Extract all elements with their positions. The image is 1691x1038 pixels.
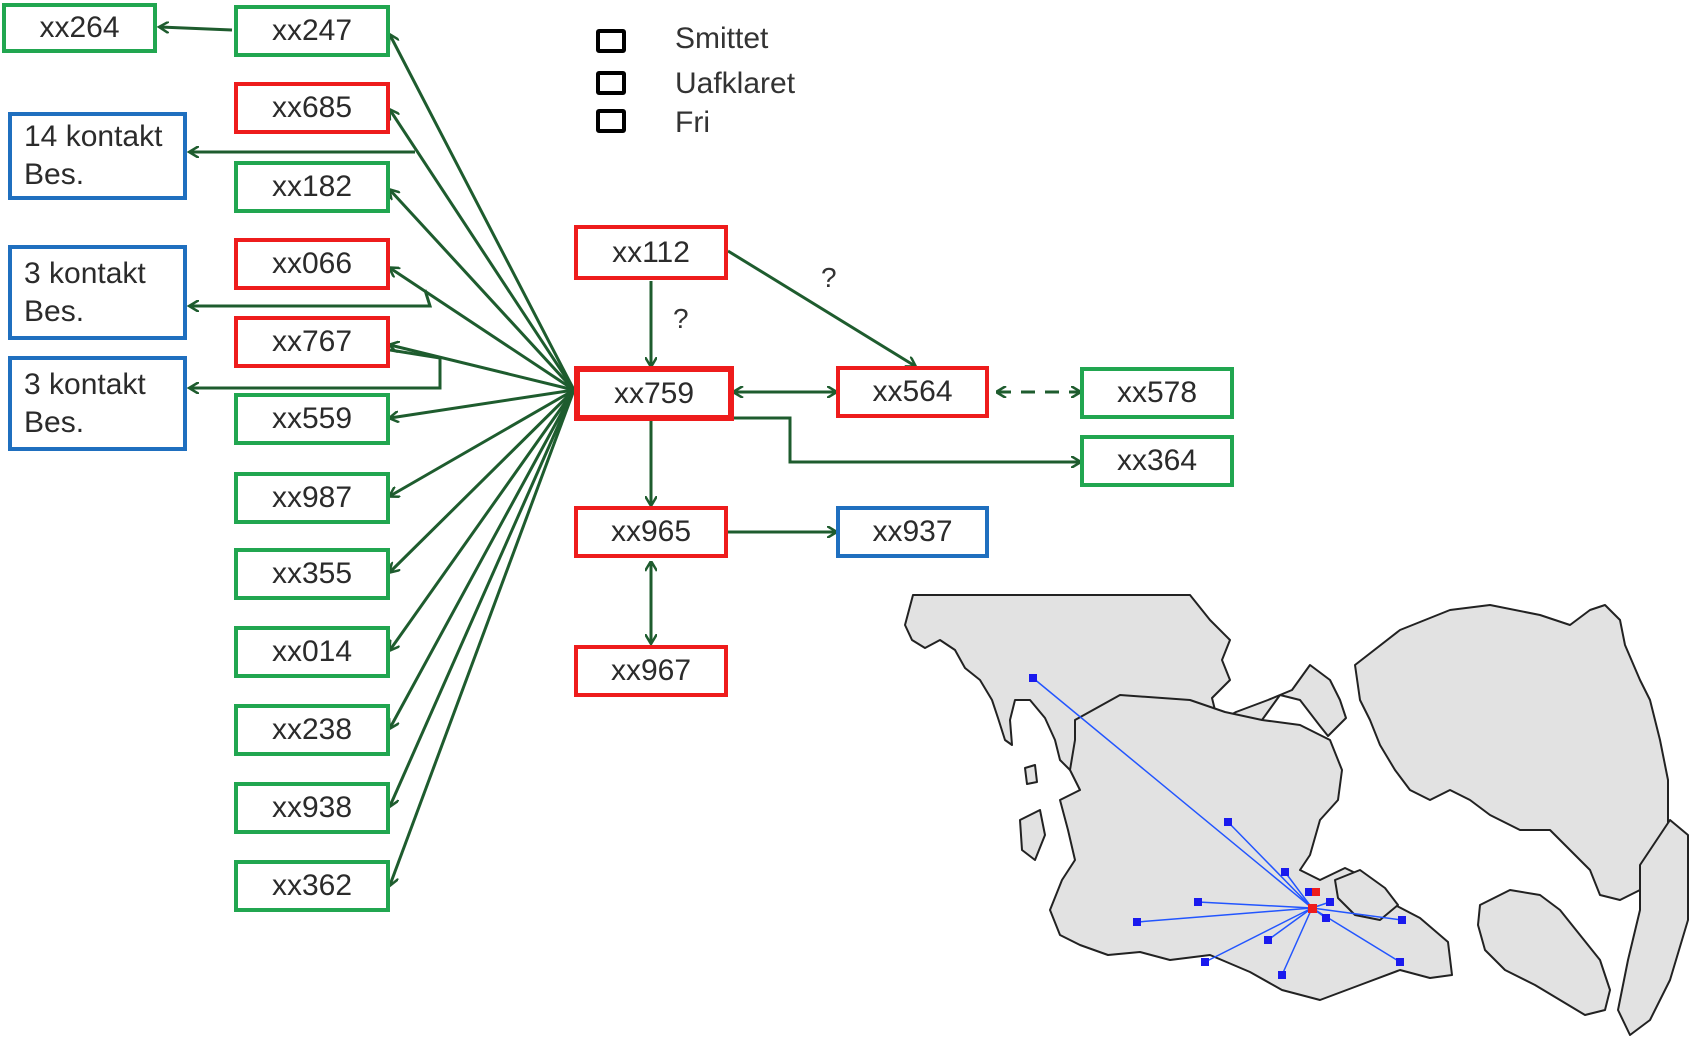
map-region-islet xyxy=(1334,869,1399,921)
map-region-southeast xyxy=(1477,889,1611,1016)
node-xx066: xx066 xyxy=(234,238,390,290)
map-region-west-islet-2 xyxy=(1024,764,1038,785)
legend-free-swatch xyxy=(596,109,626,133)
map-point-13 xyxy=(1305,888,1313,896)
edge-759-767 xyxy=(390,345,575,392)
map-point-7 xyxy=(1264,936,1272,944)
edge-066-contact3a xyxy=(190,289,433,306)
map-link-5 xyxy=(1136,907,1313,923)
map-point-4 xyxy=(1194,898,1202,906)
edge-759-938 xyxy=(390,389,576,806)
contact3b-line1: 3 kontakt xyxy=(24,367,146,401)
node-xx987: xx987 xyxy=(234,472,390,524)
map-infected-point-2 xyxy=(1312,888,1320,896)
node-xx238: xx238 xyxy=(234,704,390,756)
map-point-11 xyxy=(1322,914,1330,922)
edge-767-contact3b xyxy=(190,348,442,388)
edge-759-014 xyxy=(390,389,576,650)
edge-759-182 xyxy=(390,190,576,392)
edge-759-238 xyxy=(390,389,576,728)
node-xx247: xx247 xyxy=(234,5,390,57)
node-xx937: xx937 xyxy=(836,506,989,558)
map-point-9 xyxy=(1398,916,1406,924)
legend-unclear-swatch xyxy=(596,71,626,95)
question-mark-112-564: ? xyxy=(821,262,837,293)
legend-free-label: Fri xyxy=(675,106,710,139)
legend-unclear-label: Uafklaret xyxy=(675,67,796,100)
map-point-5 xyxy=(1133,918,1141,926)
map-center-point xyxy=(1308,904,1317,913)
map-connections xyxy=(1032,677,1403,976)
map-region-east xyxy=(1354,604,1669,901)
contact3b-line2: Bes. xyxy=(24,405,85,439)
map-link-6 xyxy=(1204,907,1313,963)
map-region-south xyxy=(1049,694,1453,1001)
node-xx014: xx014 xyxy=(234,626,390,678)
node-xx362: xx362 xyxy=(234,860,390,912)
contact3a-line1: 3 kontakt xyxy=(24,256,146,290)
edge-759-685 xyxy=(390,110,576,391)
map-link-8 xyxy=(1281,907,1313,976)
map-point-1 xyxy=(1029,674,1037,682)
edge-112-564 xyxy=(727,249,915,366)
map-region-far-east xyxy=(1617,819,1689,1036)
node-xx112: xx112 xyxy=(574,225,728,280)
map-point-3 xyxy=(1281,868,1289,876)
node-xx965: xx965 xyxy=(574,506,728,558)
contact14-line1: 14 kontakt xyxy=(24,120,163,153)
map-point-6 xyxy=(1201,958,1209,966)
map-link-7 xyxy=(1267,907,1313,941)
legend-infected-swatch xyxy=(596,29,626,53)
map-infected-points xyxy=(1308,888,1320,913)
contact14-line2: Bes. xyxy=(24,158,85,191)
map-link-2 xyxy=(1227,821,1313,909)
node-xx685: xx685 xyxy=(234,82,390,134)
node-xx564: xx564 xyxy=(836,366,989,418)
map-link-4 xyxy=(1197,901,1313,909)
node-xx364: xx364 xyxy=(1080,435,1234,487)
node-xx767: xx767 xyxy=(234,316,390,368)
node-xx559: xx559 xyxy=(234,393,390,445)
map-point-10 xyxy=(1396,958,1404,966)
node-xx355: xx355 xyxy=(234,548,390,600)
contact3a-line2: Bes. xyxy=(24,294,85,328)
map-points xyxy=(1029,674,1406,979)
map-link-9 xyxy=(1311,907,1403,921)
edge-247-264 xyxy=(160,27,233,30)
map-link-3 xyxy=(1284,871,1313,909)
map-link-1 xyxy=(1032,677,1313,909)
node-xx264: xx264 xyxy=(2,3,157,53)
node-xx938: xx938 xyxy=(234,782,390,834)
node-xx759: xx759 xyxy=(574,366,734,421)
edge-759-066 xyxy=(390,268,575,392)
edge-759-364 xyxy=(734,416,1080,462)
node-xx967: xx967 xyxy=(574,645,728,697)
legend-infected-label: Smittet xyxy=(675,22,769,55)
edge-759-559 xyxy=(390,388,575,418)
map-point-2 xyxy=(1224,818,1232,826)
edge-759-987 xyxy=(390,388,575,496)
map-region-west-islet-1 xyxy=(1019,809,1046,861)
node-xx578: xx578 xyxy=(1080,367,1234,419)
node-xx182: xx182 xyxy=(234,161,390,213)
edge-759-355 xyxy=(390,388,576,572)
map-point-8 xyxy=(1278,971,1286,979)
edge-759-362 xyxy=(390,389,576,885)
edge-759-247 xyxy=(390,35,576,391)
map-point-12 xyxy=(1326,898,1334,906)
question-mark-112-759: ? xyxy=(673,303,689,334)
